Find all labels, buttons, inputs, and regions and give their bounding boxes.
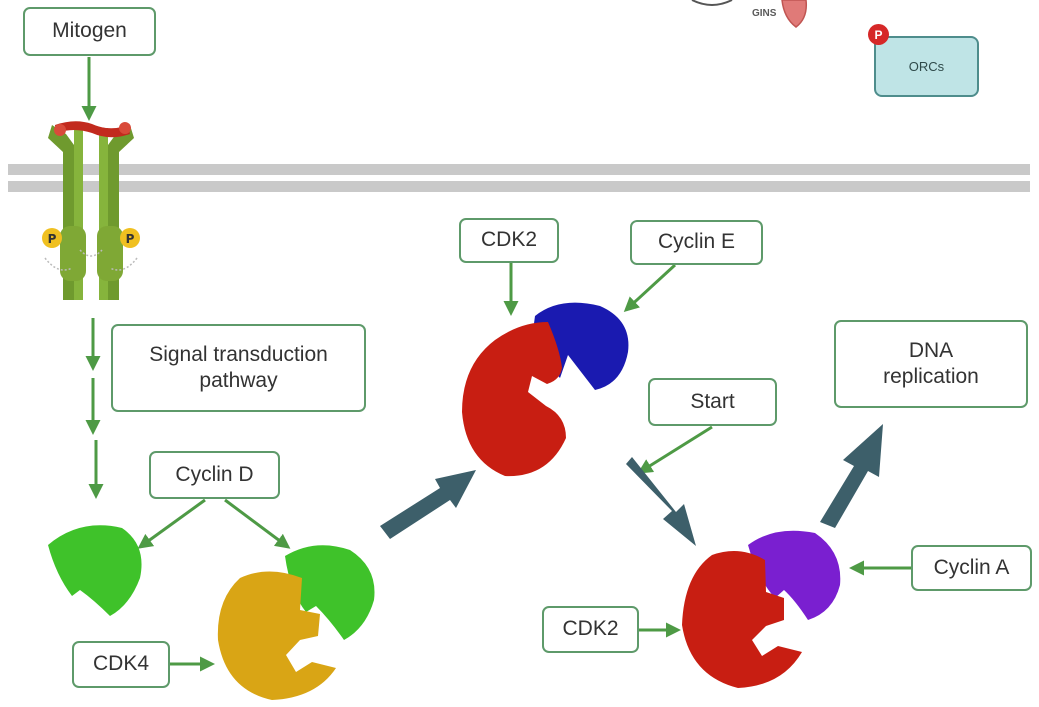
orcs-box: ORCs (874, 36, 979, 97)
phospho-icon: P (120, 228, 140, 248)
green-arrows (81, 57, 912, 672)
cdk2-bottom-label: CDK2 (542, 606, 639, 653)
cdk2-top-label: CDK2 (459, 218, 559, 263)
phospho-icon: P (42, 228, 62, 248)
cdk4-label: CDK4 (72, 641, 170, 688)
mitogen-label: Mitogen (23, 7, 156, 56)
cyclin-a-label: Cyclin A (911, 545, 1032, 591)
phospho-icon: P (868, 24, 889, 45)
svg-text:P: P (48, 232, 57, 246)
cyclin-d-label: Cyclin D (149, 451, 280, 499)
helicase-fragment (691, 0, 733, 6)
cdk4-shape (217, 571, 336, 700)
teal-arrows (380, 424, 883, 546)
gins-label: GINS (752, 8, 777, 19)
mitogen-receptor (44, 121, 138, 300)
cell-membrane (8, 164, 1030, 175)
dna-replication-label: DNA replication (834, 320, 1028, 408)
cyclin-d-free-shape (48, 525, 142, 616)
svg-text:P: P (126, 232, 135, 246)
cyclin-e-label: Cyclin E (630, 220, 763, 265)
cyclin-a-shape (748, 530, 841, 620)
cdk2-top-shape (462, 322, 566, 477)
signal-transduction-label: Signal transduction pathway (111, 324, 366, 412)
gins-fragment (781, 0, 808, 28)
cyclin-d-complex-shape (285, 545, 375, 640)
cell-membrane-inner (8, 181, 1030, 192)
cdk2-bottom-shape (682, 551, 802, 688)
start-label: Start (648, 378, 777, 426)
